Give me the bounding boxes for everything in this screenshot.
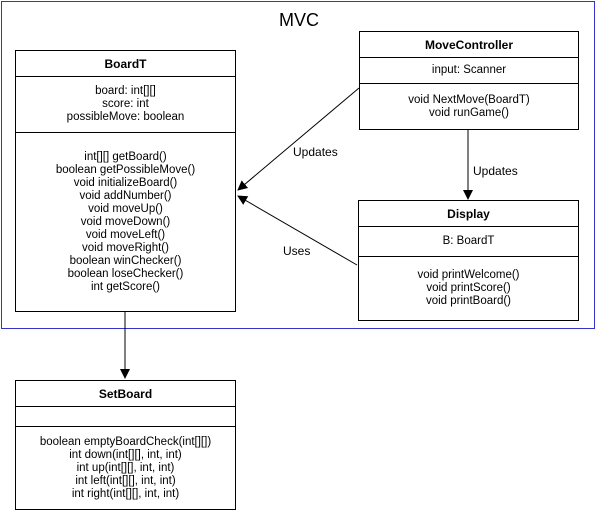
attribute: score: int [102, 98, 149, 110]
class-display-name: Display [359, 201, 578, 227]
class-display: Display B: BoardT void printWelcome() vo… [358, 200, 579, 321]
class-display-attributes: B: BoardT [359, 227, 578, 257]
method: void printScore() [426, 282, 511, 294]
method: boolean loseChecker() [67, 267, 184, 280]
method: int right(int[][], int, int) [71, 487, 180, 500]
method: int[][] getBoard() [84, 150, 167, 163]
attribute: input: Scanner [431, 64, 507, 76]
edge-label-updates-board: Updates [293, 145, 338, 159]
class-movecontroller-attributes: input: Scanner [360, 58, 578, 84]
method: int down(int[][], int, int) [69, 448, 182, 461]
mvc-container-title: MVC [279, 10, 319, 30]
mvc-container: MVC [1, 1, 595, 329]
edge-label-updates-display: Updates [473, 164, 518, 178]
class-boardt-name: BoardT [16, 51, 235, 77]
class-setboard-methods: boolean emptyBoardCheck(int[][]) int dow… [16, 427, 235, 509]
class-movecontroller: MoveController input: Scanner void NextM… [359, 31, 579, 130]
class-boardt: BoardT board: int[][] score: int possibl… [15, 50, 236, 312]
class-boardt-attributes: board: int[][] score: int possibleMove: … [16, 77, 235, 133]
method: void moveDown() [80, 215, 171, 228]
edge-controller-to-board [237, 87, 360, 191]
attribute: B: BoardT [442, 235, 495, 247]
method: boolean emptyBoardCheck(int[][]) [39, 435, 212, 448]
method: int left(int[][], int, int) [75, 474, 176, 487]
method: void initializeBoard() [73, 176, 178, 189]
attribute: possibleMove: boolean [66, 111, 185, 123]
edge-label-uses: Uses [283, 244, 311, 258]
edge-display-to-board [237, 195, 358, 266]
class-setboard-attributes [16, 407, 235, 427]
method: int up(int[][], int, int) [76, 461, 175, 474]
method: boolean getPossibleMove() [55, 163, 196, 176]
method: void printWelcome() [417, 269, 520, 281]
class-setboard-name: SetBoard [16, 381, 235, 407]
class-movecontroller-methods: void NextMove(BoardT) void runGame() [360, 84, 578, 129]
method: void moveLeft() [85, 228, 166, 241]
class-boardt-methods: int[][] getBoard() boolean getPossibleMo… [16, 133, 235, 311]
method: int getScore() [90, 280, 161, 293]
attribute: board: int[][] [95, 85, 156, 97]
method: void runGame() [429, 106, 509, 119]
method: void moveUp() [88, 202, 163, 215]
method: void addNumber() [79, 189, 172, 202]
class-display-methods: void printWelcome() void printScore() vo… [359, 257, 578, 320]
class-setboard: SetBoard boolean emptyBoardCheck(int[][]… [15, 380, 236, 510]
class-movecontroller-name: MoveController [360, 32, 578, 58]
method: void moveRight() [82, 241, 169, 254]
method: boolean winChecker() [69, 254, 182, 267]
method: void printBoard() [425, 295, 511, 307]
method: void NextMove(BoardT) [408, 93, 530, 106]
